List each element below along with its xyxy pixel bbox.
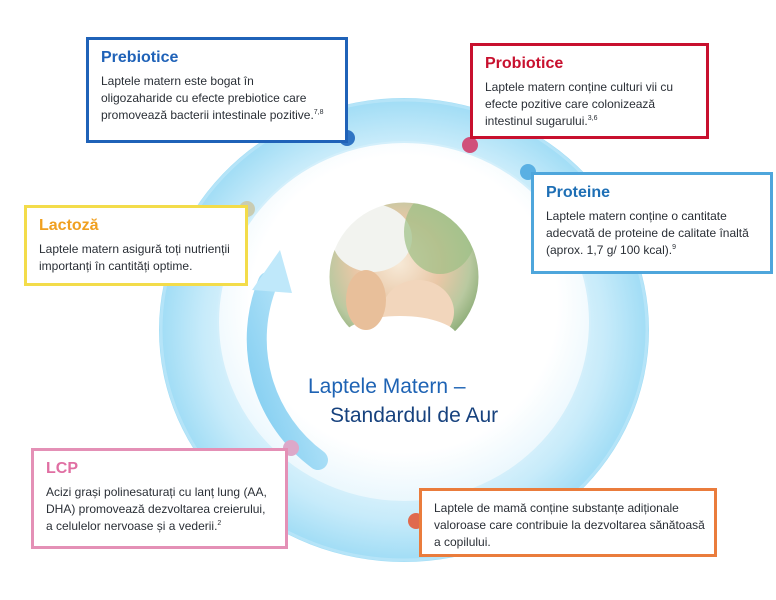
proteine-text: Laptele matern conține o cantitate adecv… [546,209,749,257]
substante-box: Laptele de mamă conține substanțe adițio… [419,488,717,557]
reference-superscript: 2 [217,520,222,527]
lactoza-text: Laptele matern asigură toți nutrienții i… [39,242,230,273]
lcp-text: Acizi grași polinesaturați cu lanț lung … [46,485,267,533]
prebiotice-title: Prebiotice [101,49,179,66]
circular-arrow-icon [246,250,328,470]
reference-superscript: 9 [672,244,676,251]
proteine-title: Proteine [546,184,611,201]
probiotice-title: Probiotice [485,55,564,72]
center-title-line1: Laptele Matern – [308,375,466,398]
center-title: Laptele Matern – Standardul de Aur [290,372,540,430]
lactoza-box: Lactoză Laptele matern asigură toți nutr… [24,205,248,286]
proteine-box: Proteine Laptele matern conține o cantit… [531,172,773,274]
outer-ring-edge [159,98,649,562]
lcp-box: LCP Acizi grași polinesaturați cu lanț l… [31,448,288,549]
prebiotice-text: Laptele matern este bogat în oligozahari… [101,74,324,122]
probiotice-box: Probiotice Laptele matern conține cultur… [470,43,709,139]
center-title-line2: Standardul de Aur [330,404,499,427]
substante-text: Laptele de mamă conține substanțe adițio… [434,501,705,549]
inner-circle-edge [217,141,591,503]
ring-marker-probiotice [462,137,478,153]
reference-superscript: 3,6 [587,115,598,122]
reference-superscript: 7,8 [313,109,324,116]
lactoza-title: Lactoză [39,217,99,234]
lcp-title: LCP [46,460,78,477]
prebiotice-box: Prebiotice Laptele matern este bogat în … [86,37,348,143]
probiotice-text: Laptele matern conține culturi vii cu ef… [485,80,674,128]
